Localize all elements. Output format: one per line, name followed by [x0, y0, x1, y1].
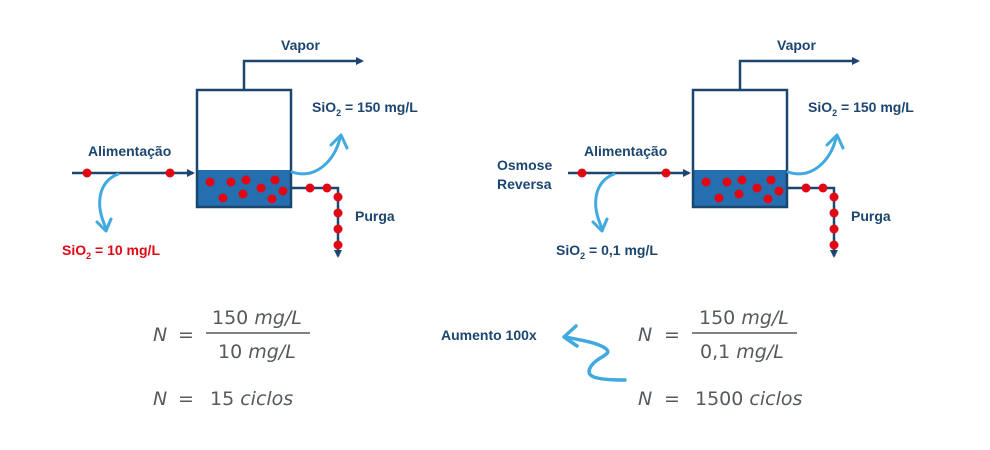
particle	[218, 193, 228, 203]
vapor-label: Vapor	[777, 37, 816, 53]
purge-pipe	[291, 186, 342, 258]
eq-sign: =	[664, 324, 680, 346]
particle	[801, 183, 811, 193]
eq-var: N	[153, 324, 167, 346]
result-value: 15 ciclos	[210, 388, 293, 410]
right-equation: N = 150 mg/L 0,1 mg/L N = 1500 ciclos	[638, 307, 802, 410]
eq-denominator: 0,1 mg/L	[700, 341, 784, 363]
result-var: N	[638, 388, 652, 410]
particle	[722, 177, 732, 187]
concentrate-arrow-icon	[290, 136, 342, 176]
source-label-osmose: Osmose	[497, 157, 552, 173]
result-sign: =	[664, 388, 680, 410]
result-var: N	[153, 388, 167, 410]
left-equation: N = 150 mg/L 10 mg/L N = 15 ciclos	[153, 307, 310, 410]
particle	[205, 177, 215, 187]
particle	[577, 168, 587, 178]
concentrate-arrow-icon	[786, 136, 838, 176]
feed-conc-arrow-icon	[98, 172, 120, 230]
particle	[701, 177, 711, 187]
purge-pipe	[787, 186, 838, 258]
feed-label: Alimentação	[88, 143, 171, 159]
particle	[763, 194, 773, 204]
result-value: 1500 ciclos	[695, 388, 802, 410]
concentrate-arrowhead-icon	[825, 133, 845, 150]
eq-var: N	[638, 324, 652, 346]
particle	[714, 193, 724, 203]
particle	[737, 175, 747, 185]
purge-label: Purga	[851, 208, 891, 224]
particle	[305, 183, 315, 193]
vapor-pipe	[242, 57, 364, 90]
particle	[238, 189, 248, 199]
feed-sio2-label: SiO2 = 10 mg/L	[62, 242, 160, 261]
particle	[818, 183, 828, 193]
feed-conc-arrowhead-icon	[591, 217, 609, 233]
particle	[333, 192, 343, 202]
eq-numerator: 150 mg/L	[212, 307, 302, 329]
particle	[661, 168, 671, 178]
particle	[752, 183, 762, 193]
tank-water	[693, 170, 787, 207]
particle	[829, 240, 839, 250]
left-diagram: Vapor Alimentação Purga SiO2 = 150 mg/L …	[62, 37, 418, 261]
particle	[241, 175, 251, 185]
particle	[322, 183, 332, 193]
zigzag-arrowhead-icon	[562, 324, 579, 348]
evaporator-tank	[195, 88, 293, 209]
particle	[270, 175, 280, 185]
particle	[226, 177, 236, 187]
particle	[829, 192, 839, 202]
particle	[256, 183, 266, 193]
tank-water	[197, 170, 291, 207]
concentrate-sio2-label: SiO2 = 150 mg/L	[312, 99, 418, 118]
zigzag-arrow-icon	[563, 335, 627, 382]
particle	[333, 208, 343, 218]
increase-label: Aumento 100x	[441, 327, 537, 343]
vapor-pipe	[738, 57, 860, 90]
feed-conc-arrow-icon	[594, 172, 616, 230]
source-label-reversa: Reversa	[497, 176, 552, 192]
particle	[829, 224, 839, 234]
feed-conc-arrowhead-icon	[95, 217, 113, 233]
eq-denominator: 10 mg/L	[218, 341, 296, 363]
particle	[267, 194, 277, 204]
eq-numerator: 150 mg/L	[699, 307, 789, 329]
evaporator-tank	[691, 88, 789, 209]
particle	[829, 208, 839, 218]
particle	[766, 175, 776, 185]
vapor-label: Vapor	[281, 37, 320, 53]
eq-sign: =	[178, 324, 194, 346]
concentrate-sio2-label: SiO2 = 150 mg/L	[808, 99, 914, 118]
particle	[165, 168, 175, 178]
feed-label: Alimentação	[584, 143, 667, 159]
particle	[333, 240, 343, 250]
concentrate-arrowhead-icon	[329, 133, 349, 150]
particle	[734, 189, 744, 199]
particle	[333, 224, 343, 234]
silica-particles	[82, 168, 343, 250]
result-sign: =	[178, 388, 194, 410]
particle	[278, 186, 288, 196]
particle	[774, 186, 784, 196]
feed-sio2-label: SiO2 = 0,1 mg/L	[556, 242, 658, 261]
right-diagram: Vapor Alimentação Osmose Reversa Purga S…	[497, 37, 914, 261]
silica-particles	[577, 168, 839, 250]
particle	[82, 168, 92, 178]
purge-label: Purga	[355, 208, 395, 224]
